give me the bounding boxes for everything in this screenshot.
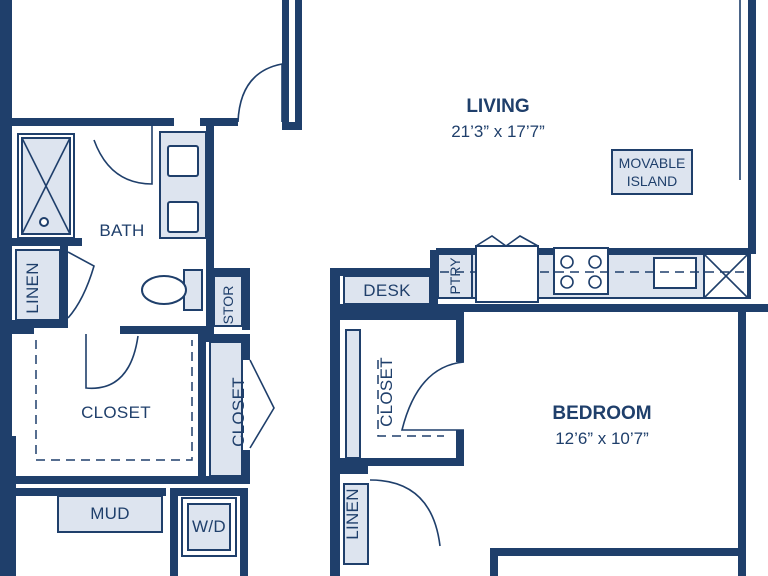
wall-wd-right <box>240 488 248 576</box>
hall-closet-shelf <box>209 341 243 477</box>
linen-bath-name: LINEN <box>23 262 42 314</box>
wall-stor-right <box>242 268 250 330</box>
wall-left-exterior <box>0 0 12 440</box>
pantry <box>437 253 473 299</box>
closet-bedroom-name: CLOSET <box>377 357 396 427</box>
island-line2: ISLAND <box>627 173 678 189</box>
windows <box>739 0 745 548</box>
wall-linen-right <box>60 246 68 328</box>
wall-bedcloset-right-top <box>456 312 464 362</box>
wall-bath-right <box>206 118 214 338</box>
wall-closet-bottom <box>12 476 206 484</box>
wall-linen-bottom <box>12 320 67 328</box>
wall-mud-top <box>16 488 166 496</box>
stor-name: STOR <box>220 286 236 325</box>
wall-entry-column-inner <box>289 0 295 122</box>
wall-stor-top <box>214 268 250 276</box>
sink-icon <box>653 257 697 289</box>
wall-right-lower <box>738 312 746 576</box>
wall-shower-bottom <box>12 238 82 246</box>
door-swing-icon <box>237 63 283 123</box>
wall-wd-top <box>170 488 248 496</box>
sink-icon <box>167 201 199 233</box>
linen-bath-shelf <box>15 249 61 321</box>
toilet-icon <box>141 275 187 305</box>
wall-bedroom-bottom-left <box>490 548 498 576</box>
wall-center-partition <box>330 268 340 576</box>
wall-bath-top <box>12 118 174 126</box>
door-swing-icon <box>400 361 465 431</box>
wall-closet-right <box>198 334 206 484</box>
wall-bedcloset-right-bottom <box>456 430 464 464</box>
mud-bench <box>57 495 163 533</box>
wall-desk-top <box>330 268 438 276</box>
wall-linen-bed-top <box>340 466 368 474</box>
bedroom-dims: 12’6” x 10’7” <box>555 429 649 448</box>
linen-bedroom-shelf <box>343 483 369 565</box>
wd-name: W/D <box>192 517 226 536</box>
wall-bedroom-bottom <box>490 548 746 556</box>
sink-icon <box>167 145 199 177</box>
island-line1: MOVABLE <box>619 155 686 171</box>
living-dims: 21’3” x 17’7” <box>451 122 545 141</box>
wall-right-upper <box>748 0 756 250</box>
linen-bedroom-name: LINEN <box>343 488 362 540</box>
stor-box <box>213 275 243 327</box>
bedroom-name: BEDROOM <box>552 403 651 424</box>
wall-left-lower <box>0 436 16 576</box>
movable-island <box>611 149 693 195</box>
wall-desk-right <box>430 250 438 310</box>
door-swing-icon <box>93 122 153 185</box>
ptry-name: PTRY <box>447 257 463 295</box>
closet-hall-name: CLOSET <box>229 377 248 447</box>
wall-bath-top-right <box>200 118 238 126</box>
bed-closet-shelf <box>345 329 361 459</box>
wall-bedcloset-top <box>340 312 462 320</box>
wall-wd-left <box>170 488 178 576</box>
stove-icon <box>553 247 609 295</box>
wall-kitchen-bedroom <box>340 304 768 312</box>
wall-bath-bottom <box>120 326 214 334</box>
closet-main-name: CLOSET <box>81 403 151 422</box>
closet-rods <box>35 340 444 461</box>
wall-hallcloset-door-top <box>242 334 250 360</box>
door-swing-icon <box>249 359 275 449</box>
doors <box>67 63 465 547</box>
wall-hallcloset-door-bottom <box>242 450 250 484</box>
bath-name: BATH <box>99 221 144 240</box>
wall-closet-top-left <box>12 326 34 334</box>
door-swing-icon <box>369 479 441 547</box>
mud-name: MUD <box>90 504 130 523</box>
room-labels: LIVING 21’3” x 17’7” BEDROOM 12’6” x 10’… <box>23 96 685 540</box>
kitchen-fixtures <box>437 235 751 303</box>
door-swing-icon <box>85 334 139 389</box>
door-swing-icon <box>67 251 95 319</box>
desk-counter <box>343 275 431 305</box>
wall-hallcloset-top <box>204 334 250 342</box>
wall-bedcloset-bottom <box>340 458 464 466</box>
bath-fixtures <box>15 131 207 321</box>
wall-hallcloset-bottom <box>204 476 250 484</box>
desk-name: DESK <box>363 281 411 300</box>
living-name: LIVING <box>466 96 529 117</box>
fridge-icon <box>475 245 539 303</box>
storage-fixtures <box>57 275 431 565</box>
